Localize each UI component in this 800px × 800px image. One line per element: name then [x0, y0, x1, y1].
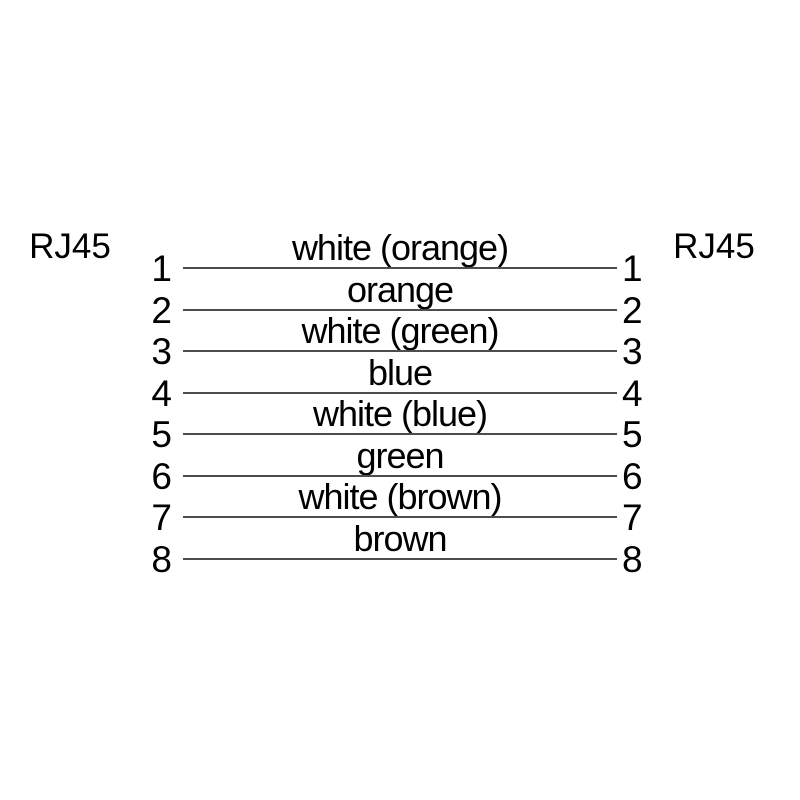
wire-line	[183, 433, 617, 435]
pin-number-left: 7	[151, 497, 172, 538]
pin-number-left: 2	[151, 290, 172, 331]
wire-color-label: white (brown)	[298, 476, 502, 517]
pin-number-right: 5	[622, 414, 643, 455]
wire-color-label: orange	[346, 269, 454, 310]
wire-line	[183, 392, 617, 394]
pin-number-right: 2	[622, 290, 643, 331]
pin-number-right: 6	[622, 456, 643, 497]
wire-line	[183, 516, 617, 518]
wire-line	[183, 267, 617, 269]
wire-color-label: green	[356, 435, 444, 476]
left-connector-label: RJ45	[29, 227, 111, 266]
wire-color-label: brown	[353, 518, 447, 559]
pin-number-left: 4	[151, 373, 172, 414]
wire-line	[183, 309, 617, 311]
wire-line	[183, 350, 617, 352]
pin-number-right: 3	[622, 331, 643, 372]
wire-color-label: blue	[367, 352, 433, 393]
pin-number-right: 7	[622, 497, 643, 538]
pin-number-right: 1	[622, 248, 643, 289]
pin-number-left: 1	[151, 248, 172, 289]
wire-line	[183, 558, 617, 560]
pin-number-right: 8	[622, 539, 643, 580]
wire-color-label: white (green)	[301, 310, 499, 351]
pin-number-left: 3	[151, 331, 172, 372]
wire-line	[183, 475, 617, 477]
wire-color-label: white (orange)	[291, 227, 509, 268]
pin-number-left: 5	[151, 414, 172, 455]
right-connector-label: RJ45	[673, 227, 755, 266]
pin-number-left: 6	[151, 456, 172, 497]
pin-number-left: 8	[151, 539, 172, 580]
wire-color-label: white (blue)	[312, 393, 488, 434]
pin-number-right: 4	[622, 373, 643, 414]
